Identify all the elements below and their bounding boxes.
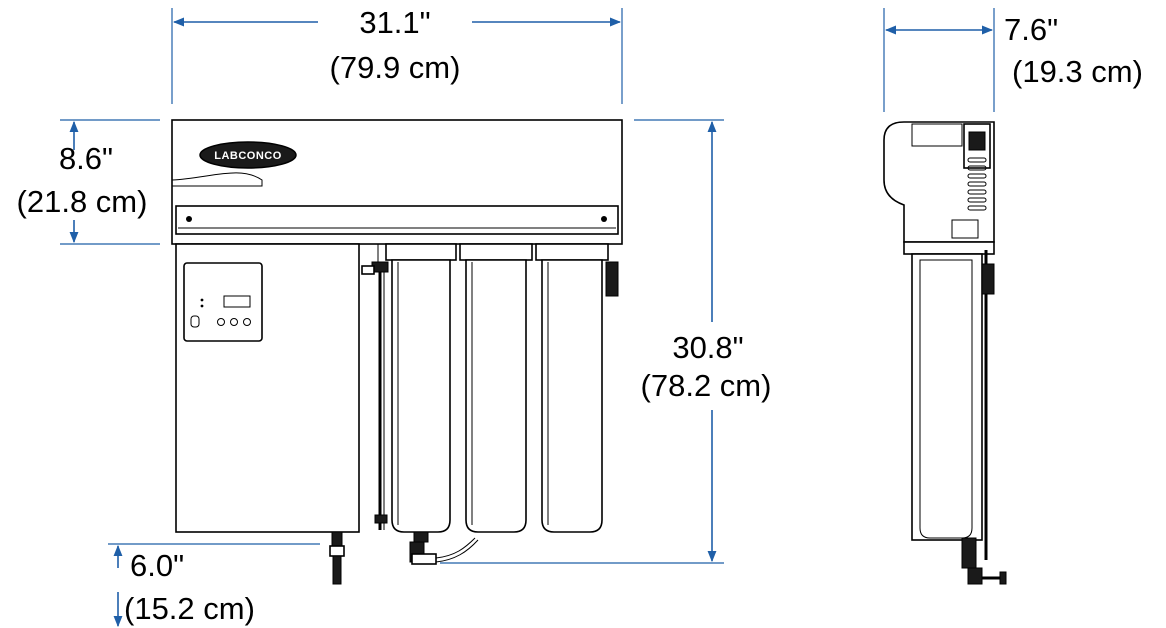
power-indicator: [190, 315, 200, 328]
dimension-depth: 7.6" (19.3 cm): [883, 8, 1143, 112]
panel-button-1: [217, 318, 225, 326]
clearance-inches-label: 6.0": [130, 548, 184, 583]
filter-cartridge-3: [535, 243, 609, 533]
front-rail: [175, 205, 619, 235]
labconco-logo: LABCONCO: [199, 141, 297, 169]
height-cm-label: (78.2 cm): [641, 368, 772, 403]
housing-swoosh: [171, 172, 263, 187]
drain-fitting: [329, 531, 345, 585]
height-inches-label: 30.8": [672, 330, 743, 365]
rail-screw-right: [601, 216, 607, 222]
inlet-tubing: [361, 244, 389, 530]
clearance-cm-label: (15.2 cm): [124, 591, 255, 626]
dimension-width: 31.1" (79.9 cm): [171, 5, 623, 104]
vent-slots: [967, 157, 987, 211]
panel-button-3: [243, 318, 251, 326]
outlet-elbow: [409, 537, 479, 565]
dimension-top-height: 8.6" (21.8 cm): [17, 119, 160, 245]
rail-screw-left: [186, 216, 192, 222]
side-view: [883, 121, 1007, 585]
control-panel: [183, 262, 263, 342]
top-height-cm-label: (21.8 cm): [17, 184, 148, 219]
front-view: LABCONCO: [171, 119, 623, 585]
depth-cm-label: (19.3 cm): [1012, 54, 1143, 89]
filter-cartridge-2: [459, 243, 533, 533]
top-height-inches-label: 8.6": [59, 141, 113, 176]
outlet-fitting: [605, 261, 619, 297]
dimension-height: 30.8" (78.2 cm): [440, 119, 772, 564]
width-cm-label: (79.9 cm): [330, 50, 461, 85]
logo-text: LABCONCO: [214, 150, 282, 162]
panel-button-2: [230, 318, 238, 326]
dimension-bottom-clearance: 6.0" (15.2 cm): [108, 543, 320, 628]
width-inches-label: 31.1": [359, 5, 430, 40]
side-cartridge: [911, 253, 983, 541]
depth-inches-label: 7.6": [1004, 12, 1058, 47]
filter-cartridge-1: [385, 243, 457, 543]
